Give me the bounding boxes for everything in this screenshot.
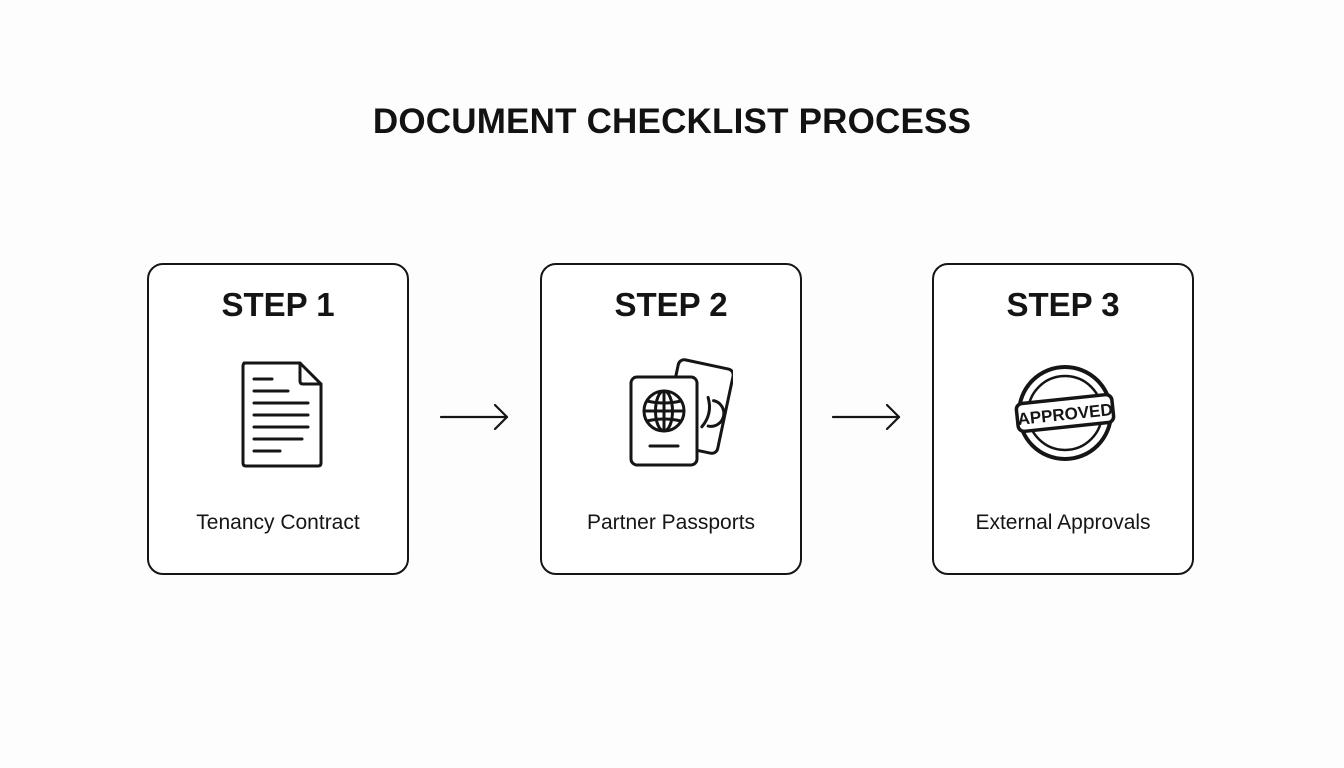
- step-1-card: STEP 1 Tenancy Contract: [147, 263, 409, 575]
- approved-stamp-icon: APPROVED: [1005, 351, 1125, 471]
- step-3-card: STEP 3 APPROVED External Approvals: [932, 263, 1194, 575]
- passport-icon: [613, 351, 733, 471]
- step-2-caption: Partner Passports: [586, 511, 756, 534]
- right-arrow-icon: [439, 401, 511, 433]
- step-3-caption: External Approvals: [975, 511, 1151, 534]
- page-title: DOCUMENT CHECKLIST PROCESS: [372, 102, 972, 141]
- step-3-label: STEP 3: [1006, 286, 1120, 323]
- document-icon: [220, 351, 340, 471]
- step-1-label: STEP 1: [221, 286, 335, 323]
- step-2-card: STEP 2 Partner Passports: [540, 263, 802, 575]
- step-1-caption: Tenancy Contract: [196, 511, 360, 534]
- right-arrow-icon: [831, 401, 903, 433]
- step-2-label: STEP 2: [614, 286, 728, 323]
